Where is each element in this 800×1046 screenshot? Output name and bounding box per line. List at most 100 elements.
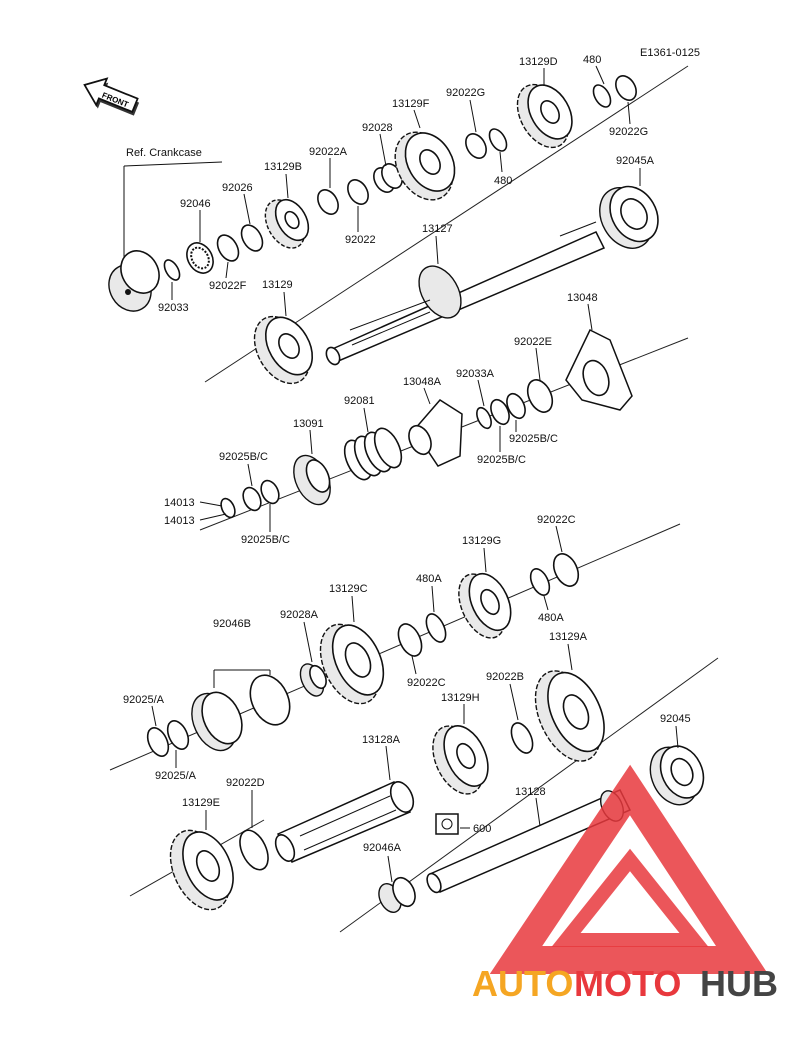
svg-text:92033A: 92033A <box>456 368 495 380</box>
svg-text:92022D: 92022D <box>226 777 265 789</box>
gear-13129C <box>319 623 385 705</box>
circlip-480-a <box>592 84 612 108</box>
svg-text:13129H: 13129H <box>441 692 480 704</box>
svg-text:92022: 92022 <box>345 234 376 246</box>
svg-text:92022G: 92022G <box>609 126 648 138</box>
svg-text:92022B: 92022B <box>486 671 524 683</box>
washer-92025BC-c <box>260 479 280 505</box>
washer-92022A <box>317 189 339 215</box>
ref-crankcase-label: Ref. Crankcase <box>126 147 202 159</box>
svg-text:92022A: 92022A <box>309 146 348 158</box>
svg-text:92081: 92081 <box>344 395 375 407</box>
part-13091 <box>293 454 331 506</box>
bearing-92045A <box>599 185 659 249</box>
svg-text:480: 480 <box>494 175 512 187</box>
svg-text:92025/A: 92025/A <box>123 694 165 706</box>
washer-92022F <box>216 234 240 262</box>
svg-text:600: 600 <box>473 823 491 835</box>
washer-92022G-b <box>615 75 637 101</box>
gear-13129 <box>253 315 314 385</box>
bushing-92028A <box>299 663 327 697</box>
gear-13129A <box>534 670 605 762</box>
watermark-hub: HUB <box>700 963 778 1004</box>
svg-text:13129E: 13129E <box>182 797 220 809</box>
svg-text:92025B/C: 92025B/C <box>241 534 290 546</box>
svg-text:13129B: 13129B <box>264 161 302 173</box>
circlip-14013 <box>220 497 236 519</box>
circlip-480A-b <box>529 568 551 596</box>
crankcase-plug <box>108 250 160 312</box>
washer-92022C-b <box>552 553 580 587</box>
part-13048A <box>408 399 463 467</box>
part-600-box <box>435 813 459 835</box>
leader-lines <box>151 65 679 883</box>
needle-bearing-92046A <box>378 876 416 913</box>
svg-text:92022F: 92022F <box>209 280 247 292</box>
needle-bearing-92046 <box>186 242 214 274</box>
svg-text:13091: 13091 <box>293 418 324 430</box>
watermark-auto: AUTO <box>472 963 573 1004</box>
gear-13129E <box>169 829 234 911</box>
svg-text:13129G: 13129G <box>462 535 501 547</box>
needle-cage-92046B <box>191 669 291 752</box>
svg-text:13129F: 13129F <box>392 98 430 110</box>
svg-text:92028A: 92028A <box>280 609 319 621</box>
svg-text:13127: 13127 <box>422 223 453 235</box>
washer-92022 <box>347 179 369 205</box>
svg-text:92046B: 92046B <box>213 618 251 630</box>
svg-text:480A: 480A <box>538 612 564 624</box>
sleeve-13128A <box>274 781 415 863</box>
bearing-92045 <box>649 745 705 806</box>
diagram-code: E1361-0125 <box>640 47 700 59</box>
washer-92022E <box>526 379 554 413</box>
svg-text:92025B/C: 92025B/C <box>509 433 558 445</box>
svg-text:92025B/C: 92025B/C <box>219 451 268 463</box>
svg-text:13048A: 13048A <box>403 376 442 388</box>
svg-text:92025/A: 92025/A <box>155 770 197 782</box>
gear-13129D <box>516 83 573 149</box>
svg-text:13128A: 13128A <box>362 734 401 746</box>
part-labels: 13129D 480 92022G 92022G 480 13129F 9202… <box>123 54 691 854</box>
washer-92022G-a <box>465 133 487 159</box>
svg-text:92025B/C: 92025B/C <box>477 454 526 466</box>
svg-text:92033: 92033 <box>158 302 189 314</box>
circlip-480A-a <box>425 613 447 643</box>
svg-text:92022G: 92022G <box>446 87 485 99</box>
svg-text:13128: 13128 <box>515 786 546 798</box>
washer-92022D <box>239 829 269 871</box>
svg-text:13129D: 13129D <box>519 56 558 68</box>
automotohub-watermark: AUTO MOTO HUB <box>472 764 778 1004</box>
svg-text:13129A: 13129A <box>549 631 588 643</box>
washer-92025BC-a <box>506 392 526 420</box>
washer-92025BC-d <box>242 486 262 512</box>
washer-92026 <box>240 224 264 252</box>
circlip-92033A <box>476 406 492 430</box>
washer-92025A-b <box>166 720 190 750</box>
svg-text:92045A: 92045A <box>616 155 655 167</box>
spring-92081 <box>343 427 403 481</box>
circlip-480-b <box>488 128 508 152</box>
washer-92022B <box>510 722 534 754</box>
svg-text:92046A: 92046A <box>363 842 402 854</box>
washer-92025A-a <box>146 727 170 757</box>
svg-text:14013: 14013 <box>164 497 195 509</box>
washer-92025BC-b <box>490 398 510 426</box>
shaft-13127 <box>325 221 606 366</box>
svg-text:92028: 92028 <box>362 122 393 134</box>
part-13048 <box>565 328 633 411</box>
svg-text:92026: 92026 <box>222 182 253 194</box>
svg-text:92022C: 92022C <box>407 677 446 689</box>
washer-92022C-a <box>397 623 423 657</box>
circlip-92033 <box>163 259 181 281</box>
front-arrow-icon: FRONT <box>83 77 140 116</box>
svg-text:92022E: 92022E <box>514 336 552 348</box>
gear-13129G <box>458 572 512 639</box>
svg-text:13129C: 13129C <box>329 583 368 595</box>
svg-text:480A: 480A <box>416 573 442 585</box>
svg-text:480: 480 <box>583 54 601 66</box>
svg-text:92046: 92046 <box>180 198 211 210</box>
gear-13129F <box>394 131 456 201</box>
svg-text:14013: 14013 <box>164 515 195 527</box>
svg-text:92022C: 92022C <box>537 514 576 526</box>
